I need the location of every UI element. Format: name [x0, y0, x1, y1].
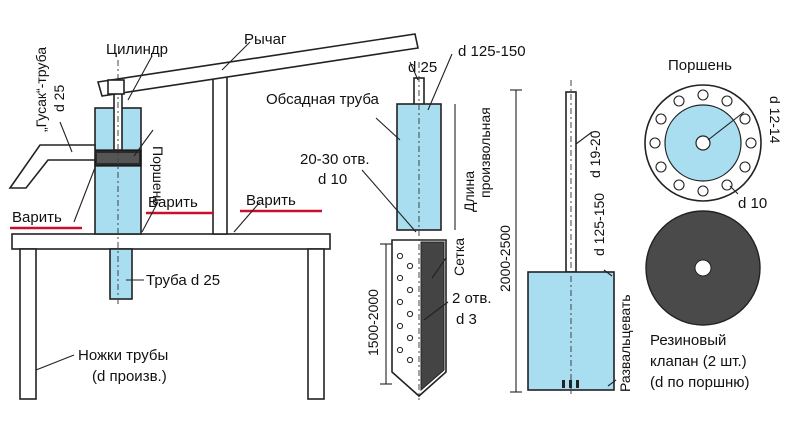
lower-pipe [109, 248, 133, 300]
label-d19-20: d 19-20 [587, 130, 603, 178]
filter-holes [396, 252, 414, 364]
label-dim-1500-2000: 1500-2000 [365, 289, 381, 356]
piston-center-hole [695, 135, 711, 151]
table-leg-right [307, 248, 325, 400]
label-rychag: Рычаг [244, 31, 287, 48]
label-d3: d 3 [456, 311, 477, 328]
label-varit-2: Варить [148, 194, 198, 211]
label-porshen-side: Поршень [150, 146, 166, 206]
lever-post [212, 65, 228, 235]
label-d25-top: d 25 [408, 59, 437, 76]
label-nozhki-line2: (d произв.) [92, 368, 167, 385]
label-rezinovy-line3: (d по поршню) [650, 374, 750, 391]
label-porshen-right: Поршень [668, 57, 732, 74]
piston-cup [527, 271, 615, 391]
casing-assembly: d 25 d 125-150 Обсадная труба Длина прои… [266, 43, 526, 400]
label-gusak-truba: „Гусак“-труба [33, 47, 49, 132]
piston-disc-group: Поршень d 12-14 d 10 [644, 57, 783, 212]
label-dim-2000-2500: 2000-2500 [497, 225, 513, 292]
label-varit-1: Варить [12, 209, 62, 226]
table-top [11, 233, 331, 250]
piston-disc-holes [649, 89, 757, 197]
filter-mesh [420, 241, 445, 392]
label-otv-2: 2 отв. [452, 290, 492, 307]
pump-assembly: „Гусак“-труба d 25 Цилиндр Поршень Рычаг… [8, 31, 419, 400]
label-dlina-line1: Длина [461, 171, 477, 212]
table-leg-left [19, 248, 37, 400]
gooseneck-spout [8, 144, 96, 189]
label-gusak-d25: d 25 [51, 85, 67, 112]
label-nozhki-line1: Ножки трубы [78, 347, 168, 364]
label-dlina-line2: произвольная [477, 107, 493, 198]
lever [96, 33, 419, 97]
label-truba-d25: Труба d 25 [146, 272, 220, 289]
rubber-valve-hole [694, 259, 712, 277]
label-setka: Сетка [451, 238, 467, 276]
label-cilindr: Цилиндр [106, 41, 168, 58]
label-d125-150-top: d 125-150 [458, 43, 526, 60]
label-otv-20-30: 20-30 отв. [300, 151, 370, 168]
label-rezinovy-line1: Резиновый [650, 332, 726, 349]
label-rezinovy-line2: клапан (2 шт.) [650, 353, 747, 370]
piston-tube-assembly: 2000-2500 d 19-20 d 125-150 Развальцеват… [497, 80, 633, 394]
label-d10-right: d 10 [738, 195, 767, 212]
rubber-valve-group: Резиновый клапан (2 шт.) (d по поршню) [645, 210, 761, 391]
label-d125-150-right: d 125-150 [591, 193, 607, 256]
label-d12-14: d 12-14 [767, 96, 783, 144]
label-varit-3: Варить [246, 192, 296, 209]
label-d10-left: d 10 [318, 171, 347, 188]
label-razvalcevat: Развальцевать [617, 294, 633, 392]
label-obsadnaya: Обсадная труба [266, 91, 380, 108]
